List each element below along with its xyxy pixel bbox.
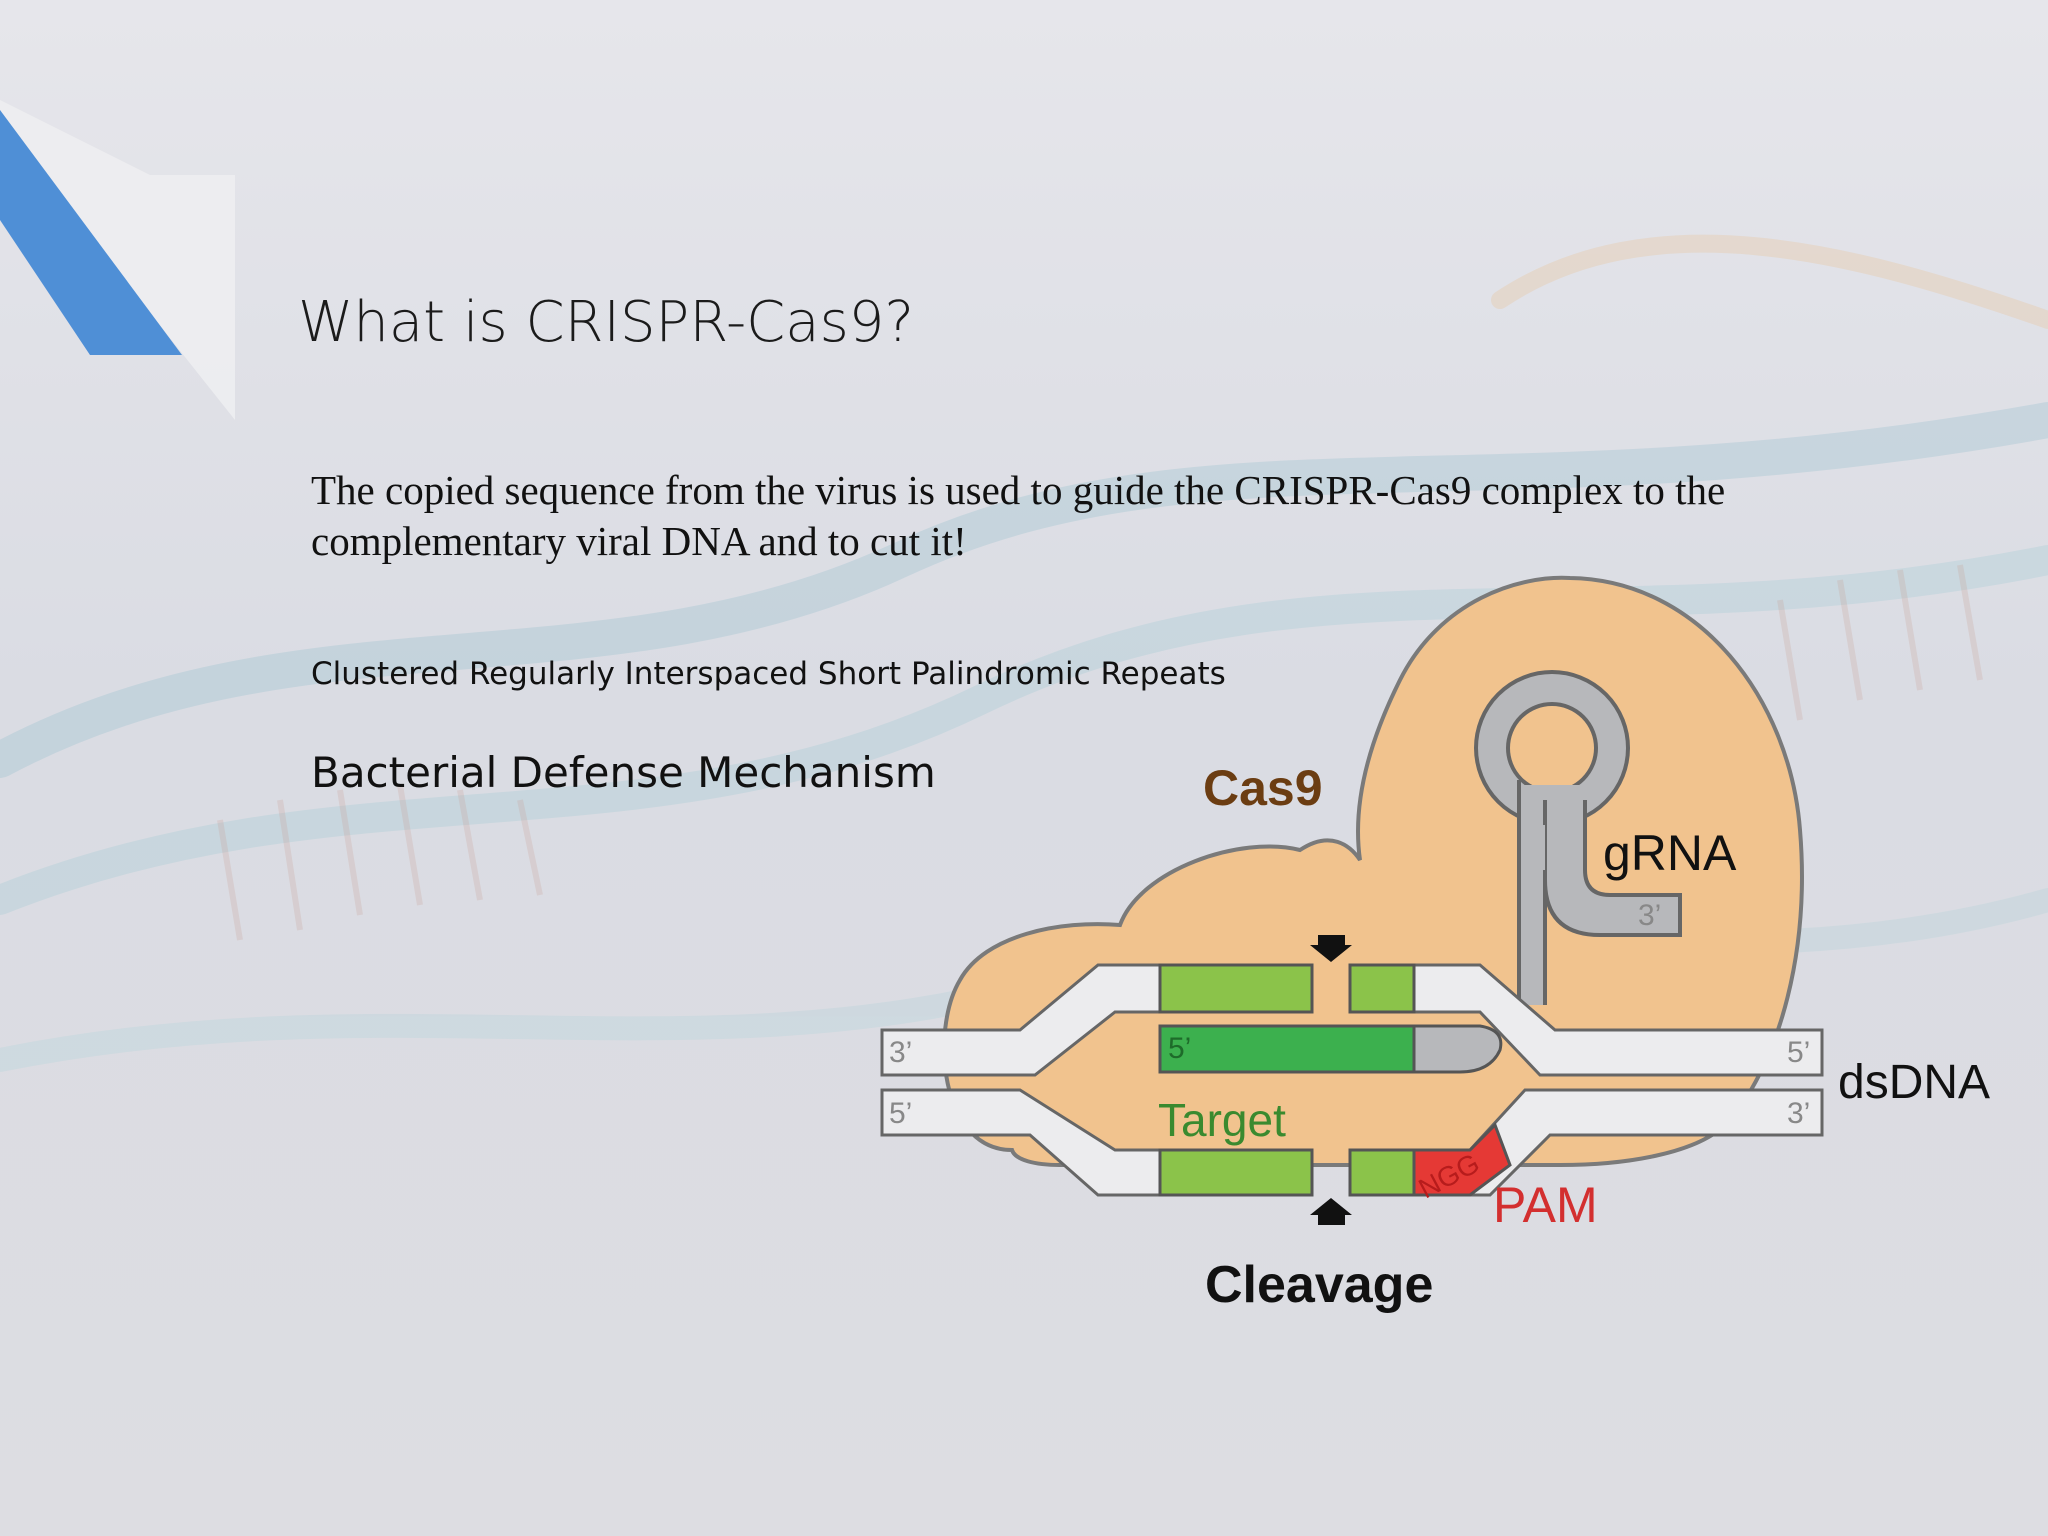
bottom-left-5prime-label: 5’: [889, 1097, 912, 1130]
blue-chevron-decoration: [0, 110, 182, 355]
top-left-3prime-label: 3’: [889, 1036, 912, 1069]
bottom-right-3prime-label: 3’: [1787, 1097, 1810, 1130]
cas9-label: Cas9: [1203, 760, 1323, 816]
pam-block: [1412, 1122, 1512, 1197]
guide-5prime-label: 5’: [1168, 1032, 1191, 1065]
slide-title: What is CRISPR-Cas9?: [298, 290, 915, 355]
light-chevron-decoration: [0, 100, 235, 420]
crispr-cas9-diagram: Cas9 gRNA 3’ dsDNA 3’ 5’ 5’ 3’ 5’ Target…: [880, 575, 1990, 1314]
target-block-top-right: [1348, 963, 1416, 1014]
pam-label: PAM: [1493, 1177, 1598, 1233]
cleavage-arrow-bottom: [1310, 1198, 1352, 1225]
grna-3prime-label: 3’: [1638, 899, 1661, 932]
grna-tail: [1412, 1024, 1503, 1074]
top-right-5prime-label: 5’: [1787, 1036, 1810, 1069]
guide-spacer: [1158, 1024, 1416, 1074]
cleavage-label: Cleavage: [1205, 1256, 1433, 1314]
dsdna-label: dsDNA: [1838, 1056, 1990, 1109]
target-block-top-left: [1158, 963, 1314, 1014]
grna-structure: [1474, 670, 1682, 1005]
crispr-acronym-text: Clustered Regularly Interspaced Short Pa…: [311, 656, 1226, 692]
cleavage-arrow-top: [1310, 935, 1352, 962]
grna-label: gRNA: [1603, 825, 1737, 881]
body-paragraph: The copied sequence from the virus is us…: [311, 467, 1726, 564]
mechanism-heading: Bacterial Defense Mechanism: [311, 748, 936, 797]
target-block-bottom-left: [1158, 1148, 1314, 1197]
target-label: Target: [1158, 1094, 1286, 1146]
target-block-bottom-right: [1348, 1148, 1416, 1197]
